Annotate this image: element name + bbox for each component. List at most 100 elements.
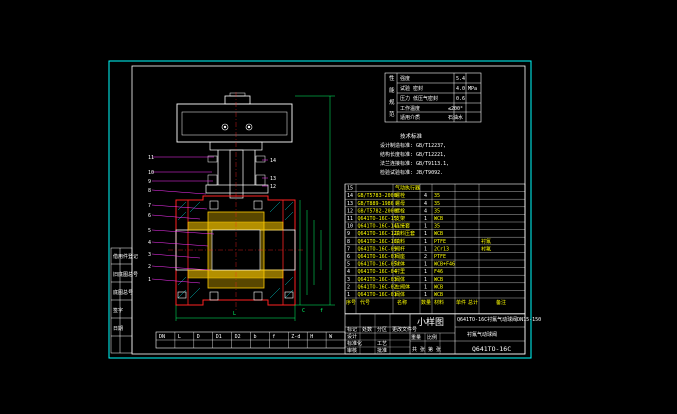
param-unit-1: MPa [468,86,477,92]
balloon-label: 13 [270,176,276,182]
dim-table-header: W [329,334,333,340]
balloon-label: 12 [270,184,276,190]
parts-cell: 阀杆 [395,245,405,252]
parts-cell: WCB [434,277,443,283]
parts-cell: 4 [424,193,427,199]
balloon-label: 6 [148,213,151,219]
parts-cell: Q641TO-16C-03 [358,277,397,283]
parts-cell: 螺栓 [395,192,405,199]
parts-cell: 1 [424,239,427,245]
parts-cell: 11 [347,216,353,222]
parts-cell: 5 [347,262,350,268]
parts-cell: WCB [434,216,443,222]
param-rowhead-2: 规 [389,98,395,106]
dim-table-header: D1 [216,334,222,340]
parts-cell: 球体 [395,261,405,268]
dim-label-f: f [320,308,323,314]
parts-cell: 35 [434,208,440,214]
parts-cell: 13 [347,201,353,207]
param-label-2: 压力 低压气密封 [400,95,438,102]
parts-cell: 4 [347,269,350,275]
parts-cell: 4 [424,208,427,214]
parts-cell: GB/T5782-2000 [358,208,397,214]
parts-cell: Q641TO-16C-04 [358,269,397,275]
dim-table-header: f [272,334,275,340]
parts-header-cell: 代号 [360,299,370,306]
parts-cell: 1 [424,292,427,298]
parts-cell: 6 [347,254,350,260]
parts-cell: 1 [424,246,427,252]
tb-subtitle: Q641TO-16C衬氟气动球阀DN15-150 [457,316,541,323]
tech-line-2: 法兰连接标准: GB/T9113.1, [380,160,449,167]
parts-header-cell: 备注 [496,299,506,306]
parts-cell: 35 [434,224,440,230]
param-label-0: 强度 [400,75,410,82]
parts-cell: 4 [424,201,427,207]
balloon-label: 14 [270,158,276,164]
dim-table-header: H [310,334,313,340]
dim-table-header: L [178,334,181,340]
actuator [176,103,293,143]
parts-cell: 3 [347,277,350,283]
param-value-1: 4.0 [456,86,465,92]
parts-cell: 阀体 [395,291,405,298]
actuator-bolt-left [221,123,229,131]
balloon-label: 1 [148,277,151,283]
balloon-label: 3 [148,252,151,258]
tb-field-3: 更改文件号 [392,326,417,333]
tech-requirements: 技术标准 设计制造标准: GB/T12237, 结构长度标准: GB/T1222… [380,132,449,176]
parts-cell: 衬氟 [481,245,491,252]
parts-cell: 气动执行器 [395,185,420,192]
dim-table-header: b [254,334,257,340]
balloon-label: 4 [148,240,151,246]
tb-drawing-name: 小样图 [417,316,444,328]
balloon-label: 9 [148,179,151,185]
parts-cell: Q641TO-16C-14 [358,224,397,230]
dim-table-header: DN [159,334,165,340]
balloon-label: 8 [148,188,151,194]
parts-cell: WCB [434,284,443,290]
parts-cell: 2Cr13 [434,246,449,252]
strip-label-1: 旧底图总号 [113,271,138,278]
left-strip: 借用件登记 旧底图总号 底图总号 签字 日期 [110,247,138,354]
parts-cell: GB/T889-1986 [358,201,394,207]
tech-line-0: 设计制造标准: GB/T12237, [380,142,446,149]
parts-cell: 螺栓 [395,207,405,214]
dim-label-c: C [302,308,305,314]
parts-cell: 支架 [395,215,405,222]
parts-cell: 2 [347,284,350,290]
parts-cell: 阀体 [395,276,405,283]
parts-cell: 1 [424,224,427,230]
param-rowhead-3: 范 [389,110,395,118]
param-label-4: 适用介质 [400,114,420,121]
parts-cell: 1 [424,269,427,275]
parts-cell: Q641TO-16C-01 [358,292,397,298]
dim-table-header: D [197,334,200,340]
param-label-3: 工作温度 [400,105,420,112]
parts-cell: 1 [424,284,427,290]
parts-cell: Q641TO-16C-05 [358,262,397,268]
strip-label-3: 签字 [113,307,123,314]
parts-cell: Q641TO-16C-02 [358,284,397,290]
tech-line-3: 检验试验标准: JB/T9092. [380,169,443,176]
parts-cell: WCB [434,231,443,237]
dimension-lines [175,95,335,321]
balloon-label: 2 [148,264,151,270]
dim-table-header: Z-d [291,334,300,340]
tb-field2-0: 设计 [347,333,357,340]
parts-cell: WCB+F46 [434,262,455,268]
parts-cell: Q641TO-16C-09 [358,246,397,252]
parts-cell: 9 [347,231,350,237]
parts-cell: 1 [424,277,427,283]
parts-cell: 1 [347,292,350,298]
param-value-0: 5.4 [456,76,465,82]
parts-cell: 1 [424,231,427,237]
tb-field2-4: 批准 [377,347,387,354]
balloon-label: 5 [148,228,151,234]
tb-sheet: 共 张 第 张 [412,346,441,353]
parts-header-cell: 名称 [397,299,407,306]
tb-field-1: 处数 [362,326,372,333]
